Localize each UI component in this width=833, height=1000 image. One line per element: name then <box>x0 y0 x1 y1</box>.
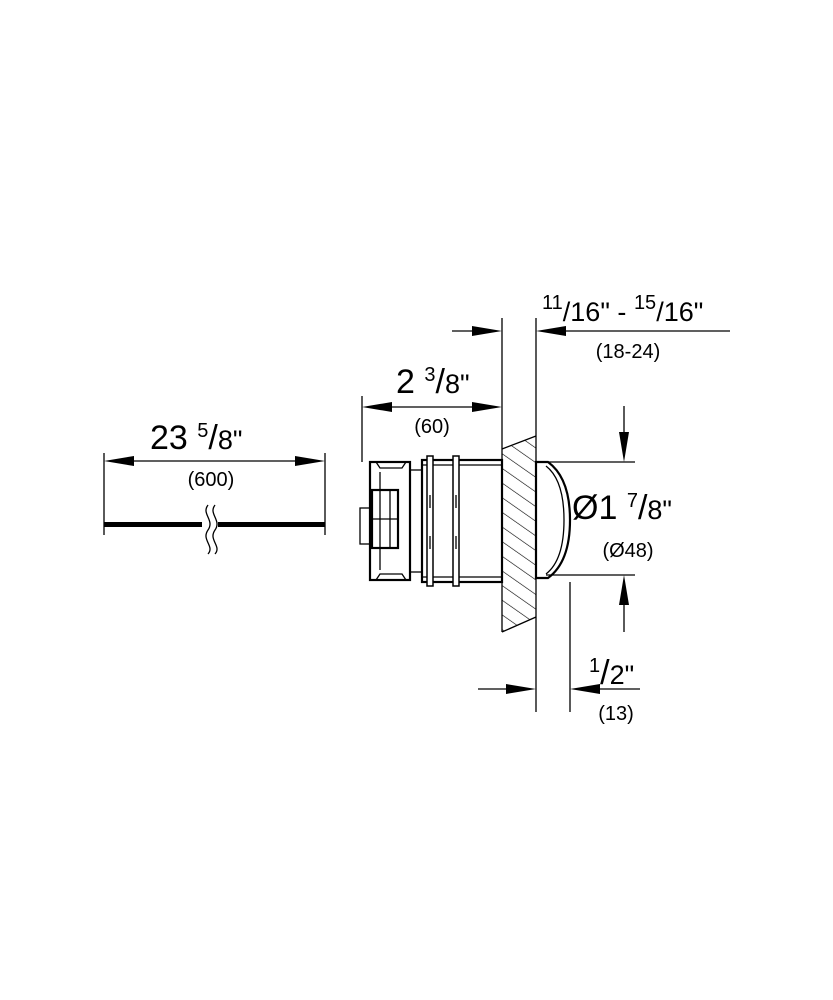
rod-break-mark <box>212 504 218 555</box>
diameter-arrow-top <box>619 432 629 462</box>
push-plate-inner <box>545 465 565 575</box>
wall-arrow-right <box>536 326 566 336</box>
rod-length-label: 23 5/8" <box>150 419 242 457</box>
diameter-label: Ø1 7/8" <box>572 489 672 527</box>
collar <box>409 469 423 573</box>
diameter-metric: (Ø48) <box>602 540 653 562</box>
wall-thickness-label: 11/16" - 15/16" <box>542 292 703 327</box>
projection-label: 1/2" <box>589 654 634 692</box>
sleeve <box>420 458 504 584</box>
wall-hatching <box>502 436 536 632</box>
wall-cut-bottom <box>501 616 537 633</box>
projection-arrow-right <box>570 684 600 694</box>
wall-thickness-dimension <box>452 326 730 336</box>
wall-thickness-metric: (18-24) <box>596 341 660 363</box>
rear-cap <box>359 507 371 545</box>
depth-label: 2 3/8" <box>396 363 470 401</box>
lock-nut <box>452 455 460 587</box>
rod-length-metric: (600) <box>188 469 235 491</box>
projection-arrow-left <box>506 684 536 694</box>
projection-metric: (13) <box>598 703 634 725</box>
depth-metric: (60) <box>414 416 450 438</box>
diameter-arrow-bottom <box>619 575 629 605</box>
rod-arrow-left <box>104 456 134 466</box>
lock-nut <box>426 455 434 587</box>
rod-arrow-right <box>295 456 325 466</box>
wall-arrow-left <box>472 326 502 336</box>
depth-arrow-right <box>472 402 502 412</box>
flush-valve-part <box>359 396 504 587</box>
rear-housing-detail <box>375 461 407 469</box>
rear-housing-detail <box>375 573 407 581</box>
rod-break-mark <box>205 504 211 555</box>
wall-section <box>501 318 537 712</box>
push-plate <box>534 406 635 632</box>
rod-part <box>103 453 326 555</box>
depth-arrow-left <box>362 402 392 412</box>
push-plate-body <box>534 460 572 580</box>
wall-cut-top <box>501 435 537 450</box>
projection-dimension <box>478 582 640 712</box>
